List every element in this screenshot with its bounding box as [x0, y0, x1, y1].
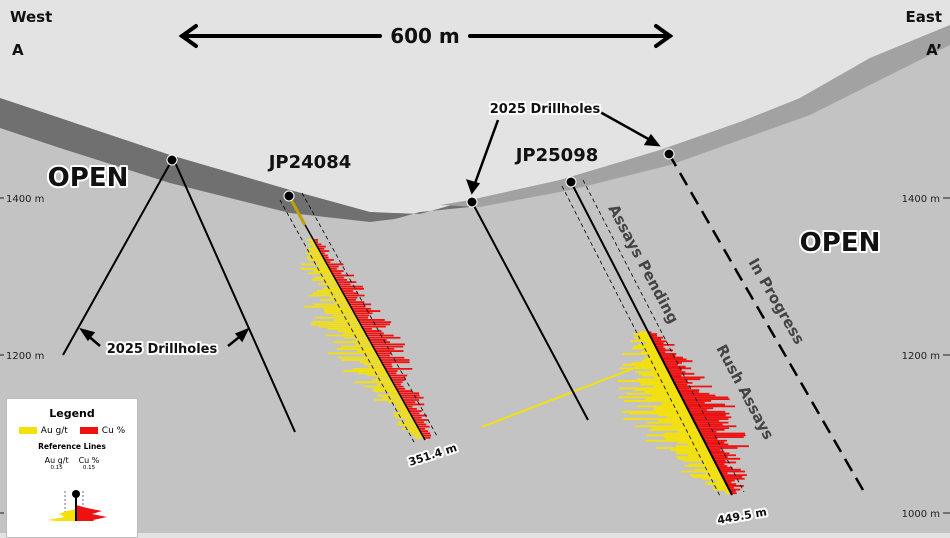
ref-cu-label: Cu %: [78, 456, 100, 465]
reference-lines-title: Reference Lines: [38, 442, 106, 451]
elevation-axis-right: 1400 m 1200 m 1000 m: [902, 194, 950, 520]
drillhole-jp25098-trace: [570, 181, 733, 496]
au-swatch: [18, 427, 37, 434]
hole-label-jp24084: JP24084: [267, 152, 352, 173]
section-a-prime-label: A’: [926, 41, 942, 59]
drillholes-label-west: 2025 Drillholes: [107, 342, 218, 357]
elev-1000-right: 1000 m: [902, 509, 940, 520]
legend-sample-histogram: [47, 490, 107, 521]
collar-jp25098: [565, 176, 577, 188]
open-label-west: OPEN: [48, 163, 129, 193]
drillhole-2025-middle: [471, 201, 589, 421]
elev-1400-left: 1400 m: [6, 194, 44, 205]
ref-cu: Cu %0.15: [79, 456, 100, 471]
assay-histograms: [300, 239, 749, 495]
elev-1400-right: 1400 m: [902, 194, 940, 205]
callout-arrows: [79, 110, 661, 347]
jp25098-au-spike: [481, 361, 651, 428]
section-a-label: A: [12, 41, 24, 59]
legend: Legend Au g/t Cu % Reference Lines Au g/…: [6, 398, 138, 538]
cu-label: Cu %: [101, 426, 126, 436]
elevation-axis-left: 1400 m 1200 m: [0, 194, 44, 514]
drillhole-in-progress: [667, 153, 869, 498]
drillholes-label-top: 2025 Drillholes: [490, 102, 601, 117]
collar-in-progress: [663, 148, 675, 160]
drillholes: [62, 153, 869, 498]
scale-bar: [178, 24, 674, 48]
legend-cu: Cu %: [79, 426, 126, 436]
legend-title: Legend: [49, 407, 95, 420]
cu-swatch: [79, 427, 98, 434]
au-label: Au g/t: [40, 426, 68, 436]
elev-1200-right: 1200 m: [902, 351, 940, 362]
legend-au: Au g/t: [18, 426, 68, 436]
ref-au-label: Au g/t: [44, 456, 69, 465]
collar-middle: [466, 196, 478, 208]
hole-label-jp25098: JP25098: [514, 145, 599, 166]
reference-lines: [279, 179, 745, 497]
elev-1200-left: 1200 m: [6, 351, 44, 362]
ref-au-value: 0.15: [50, 465, 63, 471]
ref-cu-value: 0.15: [82, 465, 96, 471]
east-label: East: [906, 8, 942, 26]
collar-jp24084: [283, 190, 295, 202]
scale-bar-label: 600 m: [390, 24, 460, 48]
open-label-east: OPEN: [800, 228, 881, 258]
collars: [166, 148, 675, 208]
drillhole-2025-west-b: [173, 159, 296, 433]
west-label: West: [10, 8, 52, 26]
collar-west: [166, 154, 178, 166]
drillhole-jp24084-collar-assay: [287, 195, 307, 226]
overburden-west: [0, 98, 470, 222]
drillhole-jp24084-trace: [288, 195, 426, 441]
drillhole-2025-west-a: [62, 159, 173, 356]
